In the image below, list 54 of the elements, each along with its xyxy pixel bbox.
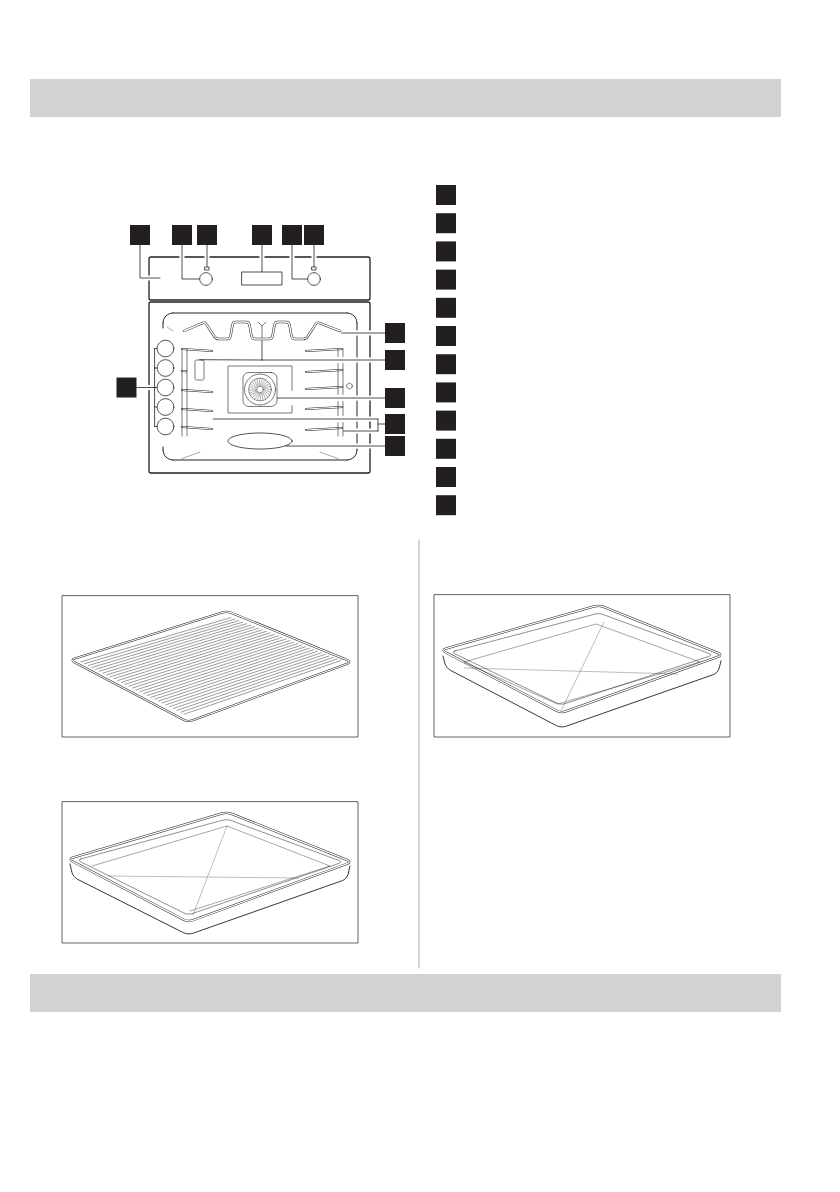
shelf-position-circle bbox=[156, 339, 175, 358]
callout-square bbox=[385, 414, 405, 434]
callout-square bbox=[252, 225, 272, 245]
leader-line bbox=[206, 244, 208, 267]
callout-square bbox=[172, 225, 192, 245]
shelf-position-circle bbox=[156, 398, 175, 416]
section-band bbox=[30, 974, 781, 1012]
callout-square bbox=[385, 436, 405, 456]
shelf-position-circle bbox=[156, 378, 175, 397]
callout-square bbox=[385, 388, 405, 408]
fan bbox=[242, 372, 278, 407]
callout-square bbox=[385, 350, 405, 370]
callout-square bbox=[436, 495, 456, 516]
callout-square bbox=[436, 185, 456, 205]
oval-cover bbox=[227, 432, 293, 450]
leader-line bbox=[136, 348, 158, 427]
shelf-position-circle bbox=[156, 417, 175, 436]
shelf-position-circle bbox=[156, 359, 175, 377]
shelf-runner bbox=[304, 347, 344, 437]
callout-square bbox=[282, 225, 302, 245]
control-knob bbox=[199, 272, 213, 286]
indicator-light bbox=[204, 266, 210, 271]
callout-square bbox=[436, 326, 456, 346]
leader-line bbox=[285, 445, 386, 447]
heating-element bbox=[182, 320, 342, 341]
callout-square bbox=[436, 467, 456, 487]
callout-square bbox=[436, 354, 456, 375]
indicator-light bbox=[311, 266, 317, 271]
display-window bbox=[241, 271, 283, 286]
callout-square bbox=[436, 410, 456, 431]
callout-square bbox=[436, 438, 456, 459]
callout-square bbox=[436, 241, 456, 262]
callout-square bbox=[436, 297, 456, 318]
callout-square bbox=[197, 225, 217, 245]
leader-line bbox=[261, 244, 263, 272]
leader-line bbox=[139, 244, 161, 279]
callout-square bbox=[436, 213, 456, 234]
leader-line bbox=[291, 244, 308, 280]
section-band bbox=[30, 79, 781, 117]
leader-line bbox=[341, 332, 386, 334]
callout-square bbox=[385, 323, 405, 343]
leader-line bbox=[181, 244, 200, 280]
callout-square bbox=[304, 225, 324, 245]
callout-square bbox=[116, 377, 137, 398]
callout-square bbox=[436, 269, 456, 290]
callout-square bbox=[130, 225, 150, 245]
leader-line bbox=[199, 340, 386, 361]
leader-line bbox=[276, 397, 386, 399]
leader-line bbox=[313, 244, 315, 267]
lamp bbox=[194, 359, 205, 381]
control-knob bbox=[307, 272, 321, 286]
shelf-runner bbox=[180, 347, 214, 437]
leader-line bbox=[212, 418, 386, 432]
callout-square bbox=[436, 382, 456, 403]
